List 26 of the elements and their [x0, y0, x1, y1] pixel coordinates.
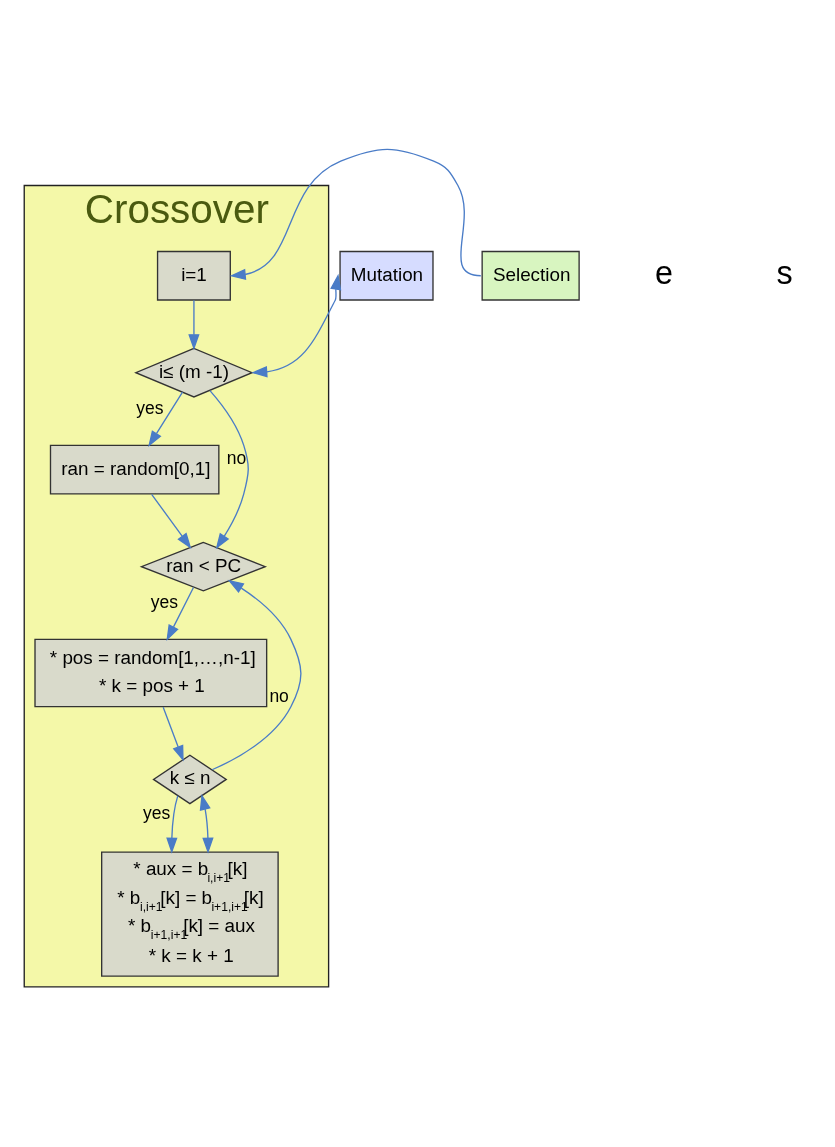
- node-box: ran = random[0,1]: [49, 444, 220, 495]
- arrow: [199, 793, 214, 854]
- edge-label: no: [269, 685, 289, 706]
- edge-label: yes: [143, 803, 171, 824]
- edge-label: no: [226, 448, 247, 469]
- arrow: [229, 148, 482, 281]
- arrow: [251, 273, 342, 378]
- node-diamond: k ≤ n: [152, 754, 228, 805]
- arrow: [211, 579, 302, 771]
- node-box: Mutation: [339, 250, 434, 301]
- arrow: [188, 299, 200, 351]
- arrow: [162, 706, 184, 762]
- edge-label: yes: [150, 592, 179, 613]
- node-box: * pos = random[1,…,n-1] * k = pos + 1: [34, 638, 268, 708]
- arrow: [209, 389, 249, 550]
- arrow: [150, 493, 192, 549]
- node-box: * aux = b$_{i,i+1}$[k] * b$_{i,i+1}$[k] = b$_{i+1,i+1}$[k] * b$_{i+1,i+1}$[k] = aux * k = k + 1: [101, 851, 279, 977]
- arrow: [166, 586, 195, 642]
- node-box: Selection: [481, 250, 580, 301]
- label: e: [654, 255, 673, 292]
- arrow: [148, 391, 184, 447]
- arrow: [166, 795, 179, 854]
- label: s: [776, 255, 793, 292]
- edge-label: yes: [136, 397, 164, 418]
- node-diamond: i≤ (m -1): [134, 347, 254, 398]
- node-box: i=1: [156, 250, 231, 301]
